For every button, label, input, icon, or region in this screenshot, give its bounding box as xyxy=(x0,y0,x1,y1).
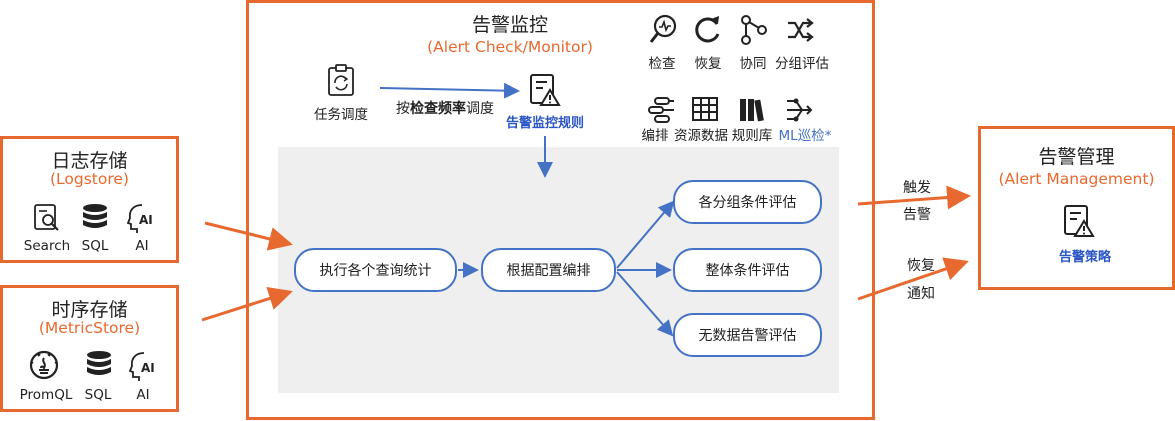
logstore-item-search: Search xyxy=(23,238,71,254)
ai-head-icon: AI xyxy=(128,350,158,386)
schedule-suffix: 调度 xyxy=(466,101,494,117)
schedule-bold: 检查频率 xyxy=(410,101,466,117)
logstore-item-ai: AI xyxy=(135,238,149,254)
trigger-label-line2: 告警 xyxy=(903,207,931,223)
task-schedule-label: 任务调度 xyxy=(314,107,368,123)
capability-ml-inspection: ML巡检* xyxy=(778,128,832,144)
capability-collaborate: 协同 xyxy=(739,56,767,72)
arrow-orchestrate-to-nodata xyxy=(616,271,674,337)
capability-rule-library: 规则库 xyxy=(731,128,773,144)
flow-query-node: 执行各个查询统计 xyxy=(294,248,457,292)
flow-orchestrate-node: 根据配置编排 xyxy=(481,248,616,292)
logstore-title: 日志存储 xyxy=(51,150,128,172)
ai-head-icon: AI xyxy=(126,202,156,238)
group-shuffle-icon xyxy=(785,14,815,50)
capability-resource-data: 资源数据 xyxy=(674,128,728,144)
arrow-orchestrate-to-group xyxy=(616,200,675,269)
orchestrate-flow-icon xyxy=(647,96,677,128)
flow-eval-nodata-node: 无数据告警评估 xyxy=(673,313,822,357)
capability-orchestrate: 编排 xyxy=(641,128,669,144)
search-icon xyxy=(33,203,61,237)
metricstore-item-ai: AI xyxy=(136,387,150,403)
flow-eval-overall-node: 整体条件评估 xyxy=(673,248,822,292)
check-search-icon xyxy=(648,14,678,50)
flow-eval-group-node: 各分组条件评估 xyxy=(673,180,822,224)
arrow-logstore-to-query xyxy=(204,221,293,251)
metricstore-title: 时序存储 xyxy=(51,299,128,321)
schedule-frequency-label: 按检查频率调度 xyxy=(385,98,505,118)
sql-database-icon xyxy=(85,350,113,384)
svg-text:AI: AI xyxy=(141,361,155,375)
resource-table-icon xyxy=(690,96,720,128)
management-box xyxy=(978,126,1175,290)
capability-recover: 恢复 xyxy=(694,56,722,72)
rule-label: 告警监控规则 xyxy=(505,116,584,131)
sql-database-icon xyxy=(81,203,109,237)
arrow-recover-notify xyxy=(857,257,969,301)
svg-text:AI: AI xyxy=(139,213,153,227)
rule-library-books-icon xyxy=(737,96,767,128)
policy-label: 告警策略 xyxy=(1058,250,1111,265)
capability-group-eval: 分组评估 xyxy=(775,56,829,72)
monitor-subtitle: (Alert Check/Monitor) xyxy=(427,38,593,56)
metricstore-subtitle: (MetricStore) xyxy=(38,319,141,337)
clipboard-schedule-icon xyxy=(325,63,357,101)
capability-check: 检查 xyxy=(648,56,676,72)
logstore-box xyxy=(0,136,179,263)
logstore-item-sql: SQL xyxy=(81,238,109,254)
recover-label-line1: 恢复 xyxy=(907,258,935,274)
arrow-schedule-to-rule xyxy=(379,82,520,99)
metricstore-box xyxy=(0,285,179,412)
monitor-title: 告警监控 xyxy=(471,14,548,36)
management-title: 告警管理 xyxy=(1038,146,1115,168)
logstore-subtitle: (Logstore) xyxy=(50,170,129,188)
rule-alert-icon xyxy=(528,72,562,112)
collaborate-nodes-icon xyxy=(738,14,768,50)
arrow-trigger-alert xyxy=(857,185,971,210)
schedule-prefix: 按 xyxy=(396,101,410,117)
metricstore-item-sql: SQL xyxy=(84,387,112,403)
recover-label-line2: 通知 xyxy=(907,286,935,302)
recover-refresh-icon xyxy=(693,14,723,50)
trigger-label-line1: 触发 xyxy=(903,180,931,196)
ml-inspection-icon xyxy=(784,96,814,128)
arrow-metricstore-to-query xyxy=(201,286,293,322)
management-subtitle: (Alert Management) xyxy=(998,170,1155,188)
metricstore-item-promql: PromQL xyxy=(19,387,73,403)
prometheus-icon xyxy=(28,349,60,385)
policy-alert-icon xyxy=(1062,203,1096,243)
